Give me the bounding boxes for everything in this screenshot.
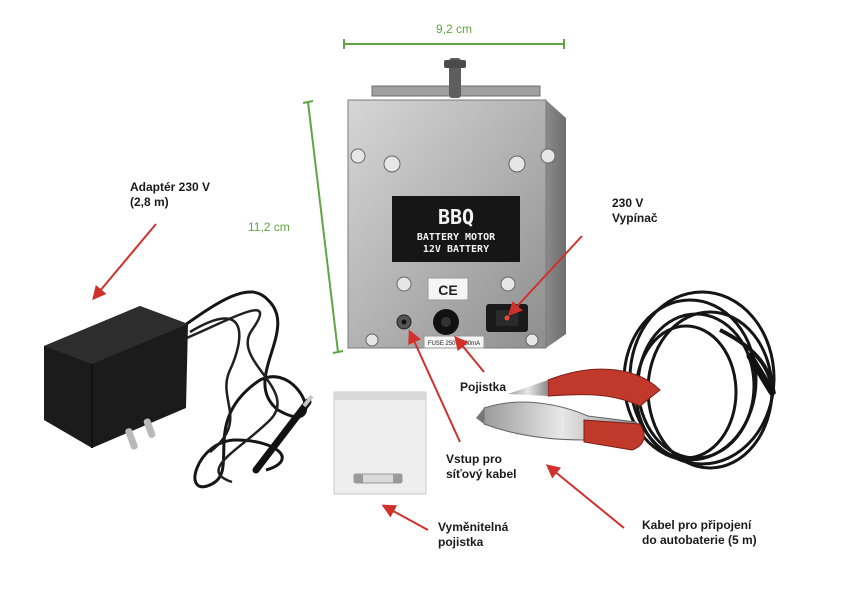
screw-icon <box>350 148 556 347</box>
callout-cable: Kabel pro připojení do autobaterie (5 m) <box>642 518 757 548</box>
adapter-barrel-plug <box>252 398 312 474</box>
arrow-adapter <box>92 223 157 301</box>
callout-adapter-line1: Adaptér 230 V <box>130 180 211 194</box>
spare-fuse-bag <box>333 391 427 495</box>
adapter-plug-prong <box>143 418 156 438</box>
arrow-switch <box>508 235 583 317</box>
width-dimension-label: 9,2 cm <box>436 22 473 36</box>
ce-sticker <box>427 277 469 301</box>
callout-fuse: Pojistka <box>460 380 507 394</box>
power-adapter <box>44 290 314 488</box>
fuse-rating: FUSE 250V 630mA <box>428 341 480 347</box>
adapter-cable <box>177 290 308 488</box>
battery-cable-plug <box>746 352 776 396</box>
plate-line-2: BATTERY MOTOR <box>417 232 496 243</box>
battery-motor-box: BBQ BATTERY MOTOR 12V BATTERY CE FUSE 25… <box>347 58 566 349</box>
alligator-clip-red <box>508 368 661 407</box>
arrow-input <box>408 329 461 443</box>
callout-arrows <box>92 223 625 531</box>
ce-mark: CE <box>438 282 457 298</box>
plate-title: BBQ <box>438 205 474 229</box>
callout-input: Vstup pro síťový kabel <box>446 452 516 482</box>
spare-fuse <box>353 473 403 484</box>
height-dimension-line <box>302 100 344 354</box>
callout-spare-fuse: Vyměnitelná pojistka <box>438 520 508 550</box>
width-dimension-line <box>343 39 565 49</box>
callout-switch-line2: Vypínač <box>612 211 658 225</box>
callout-adapter: Adaptér 230 V (2,8 m) <box>130 180 210 210</box>
fuse-sticker <box>423 335 485 349</box>
callout-adapter-line2: (2,8 m) <box>130 195 169 209</box>
callout-spare-fuse-line2: pojistka <box>438 535 484 549</box>
height-dimension-label: 11,2 cm <box>248 220 290 234</box>
callout-input-line2: síťový kabel <box>446 467 517 481</box>
arrow-spare-fuse <box>381 504 429 531</box>
callout-switch-line1: 230 V <box>612 196 644 210</box>
box-side-panel <box>546 100 566 348</box>
arrow-fuse <box>454 335 485 373</box>
callout-switch: 230 V Vypínač <box>612 196 658 226</box>
callout-spare-fuse-line1: Vyměnitelná <box>438 520 509 534</box>
alligator-clip-black <box>476 401 645 451</box>
callout-cable-line2: do autobaterie (5 m) <box>642 533 757 547</box>
label-plate <box>392 196 520 262</box>
arrow-cable <box>545 464 625 529</box>
plate-line-3: 12V BATTERY <box>423 244 489 255</box>
callout-cable-line1: Kabel pro připojení <box>642 518 752 532</box>
adapter-plug-prong <box>125 428 138 450</box>
callout-input-line1: Vstup pro <box>446 452 502 466</box>
